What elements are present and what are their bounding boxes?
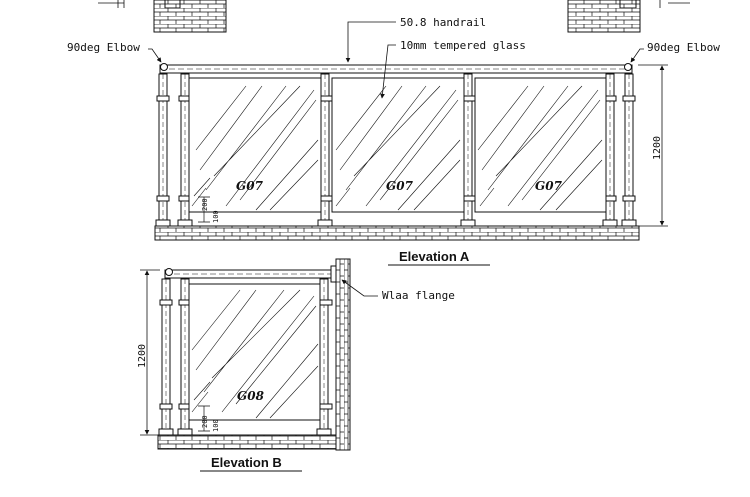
small-dim-200-b: 200 [201,415,209,428]
glass-code-a3: G07 [535,179,563,193]
post [621,73,637,227]
handrail-leader [345,21,396,63]
height-dim-b: 1200 [137,344,148,368]
wall-b [335,258,351,451]
small-dimension-b: 200 100 [198,405,220,432]
small-dim-100-a: 100 [212,210,220,223]
glass-panel-a1 [188,77,322,213]
posts-a [155,73,637,227]
height-dim-a: 1200 [652,136,663,160]
glass-code-a2: G07 [386,179,414,193]
wall-flange-leader [341,279,378,297]
base-brick-b [157,434,337,450]
elevation-a: G07 G07 G07 200 100 1200 50.8 handrail 1… [67,16,720,266]
elbow-right-label: 90deg Elbow [647,41,720,54]
top-brick-right [567,0,690,33]
glass-leader [380,44,396,99]
height-dimension-b: 1200 [137,269,160,436]
post [158,278,174,436]
elevation-b: G08 200 100 1200 Wlaa flange Elevation B [137,258,455,472]
glass-panel-b [188,283,321,421]
wall-flange-label: Wlaa flange [382,289,455,302]
post [155,73,171,227]
glass-label: 10mm tempered glass [400,39,526,52]
elbow-left-label: 90deg Elbow [67,41,140,54]
elbow-left-leader [148,48,162,63]
elbow-right-leader [630,48,644,63]
base-brick-a [154,225,640,241]
glass-code-b: G08 [237,389,265,403]
small-dim-100-b: 100 [212,419,220,432]
glass-panel-a3 [474,77,607,213]
small-dim-200-a: 200 [201,198,209,211]
handrail-a [159,63,633,74]
small-dimension-a: 200 100 [198,196,220,223]
handrail-b [164,265,337,283]
handrail-label: 50.8 handrail [400,16,486,29]
elevation-b-title: Elevation B [211,455,282,470]
glass-code-a1: G07 [236,179,264,193]
height-dimension-a: 1200 [638,64,668,227]
post [602,73,618,227]
glass-panel-a2 [331,77,465,213]
elevation-a-title: Elevation A [399,249,470,264]
top-brick-left [98,0,227,33]
